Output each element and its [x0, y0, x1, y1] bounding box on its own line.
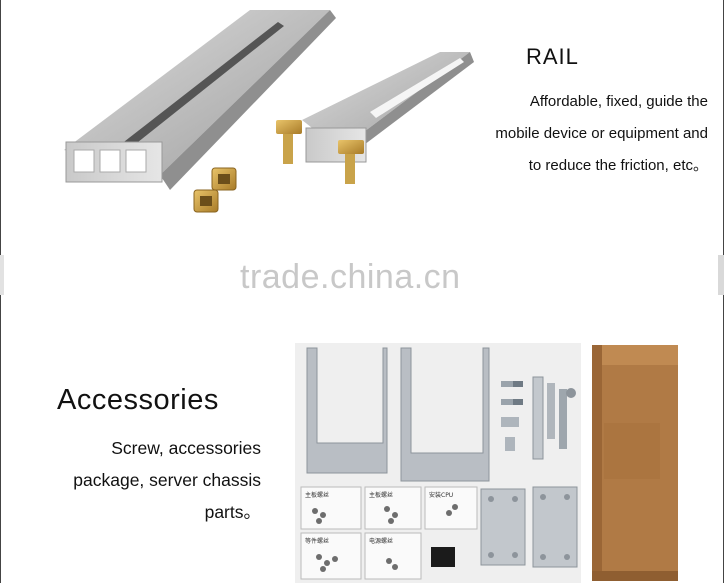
bag-label: 主板螺丝 — [305, 491, 329, 499]
accessories-product-photo: 主板螺丝 主板螺丝 安装CPU 等件螺丝 电源螺丝 — [295, 343, 581, 583]
rail-title: RAIL — [526, 44, 579, 69]
bag-label: 安装CPU — [429, 491, 453, 499]
accessories-title: Accessories — [57, 384, 219, 416]
cardboard-box-photo — [592, 345, 678, 581]
rail-description-line: to reduce the friction, etc。 — [528, 157, 708, 174]
right-edge-mark — [718, 255, 724, 295]
rail-description-line: mobile device or equipment and — [495, 125, 708, 142]
accessories-description-line: parts。 — [204, 502, 261, 522]
accessories-description-line: package, server chassis — [73, 470, 261, 490]
accessories-description-line: Screw, accessories — [111, 438, 261, 458]
bag-label: 主板螺丝 — [369, 491, 393, 499]
rail-description: Affordable, fixed, guide the mobile devi… — [458, 86, 708, 182]
bag-label: 等件螺丝 — [305, 537, 329, 545]
bag-label: 电源螺丝 — [369, 537, 393, 545]
accessories-description: Screw, accessories package, server chass… — [31, 432, 261, 528]
left-edge-mark — [0, 255, 4, 295]
watermark: trade.china.cn — [240, 258, 461, 296]
rail-product-photo — [64, 10, 474, 213]
rail-description-line: Affordable, fixed, guide the — [529, 93, 708, 110]
